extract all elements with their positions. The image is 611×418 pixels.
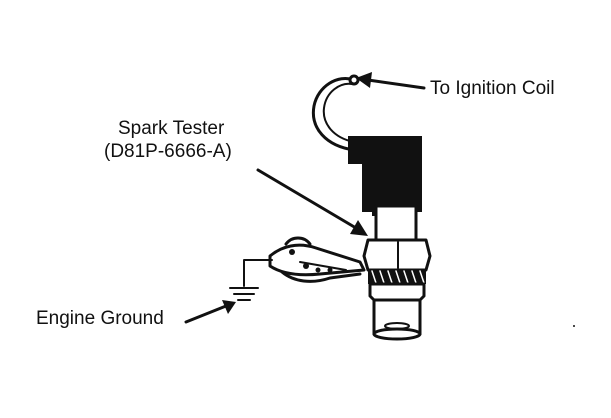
ground-symbol-icon xyxy=(229,287,259,301)
ignition-coil-label: To Ignition Coil xyxy=(430,78,555,99)
ground-wire xyxy=(243,259,273,287)
ignition-coil-arrow xyxy=(366,78,426,90)
spark-tester-arrow xyxy=(256,168,358,230)
tester-barrel xyxy=(368,282,426,302)
tester-insulator xyxy=(374,204,418,242)
ignition-lead-end xyxy=(348,74,360,86)
ignition-lead xyxy=(311,77,356,152)
spark-tester-part-label: (D81P-6666-A) xyxy=(104,141,232,162)
spark-tester-name-label: Spark Tester xyxy=(118,118,225,139)
engine-ground-arrow xyxy=(184,304,228,324)
engine-ground-label: Engine Ground xyxy=(36,308,164,329)
